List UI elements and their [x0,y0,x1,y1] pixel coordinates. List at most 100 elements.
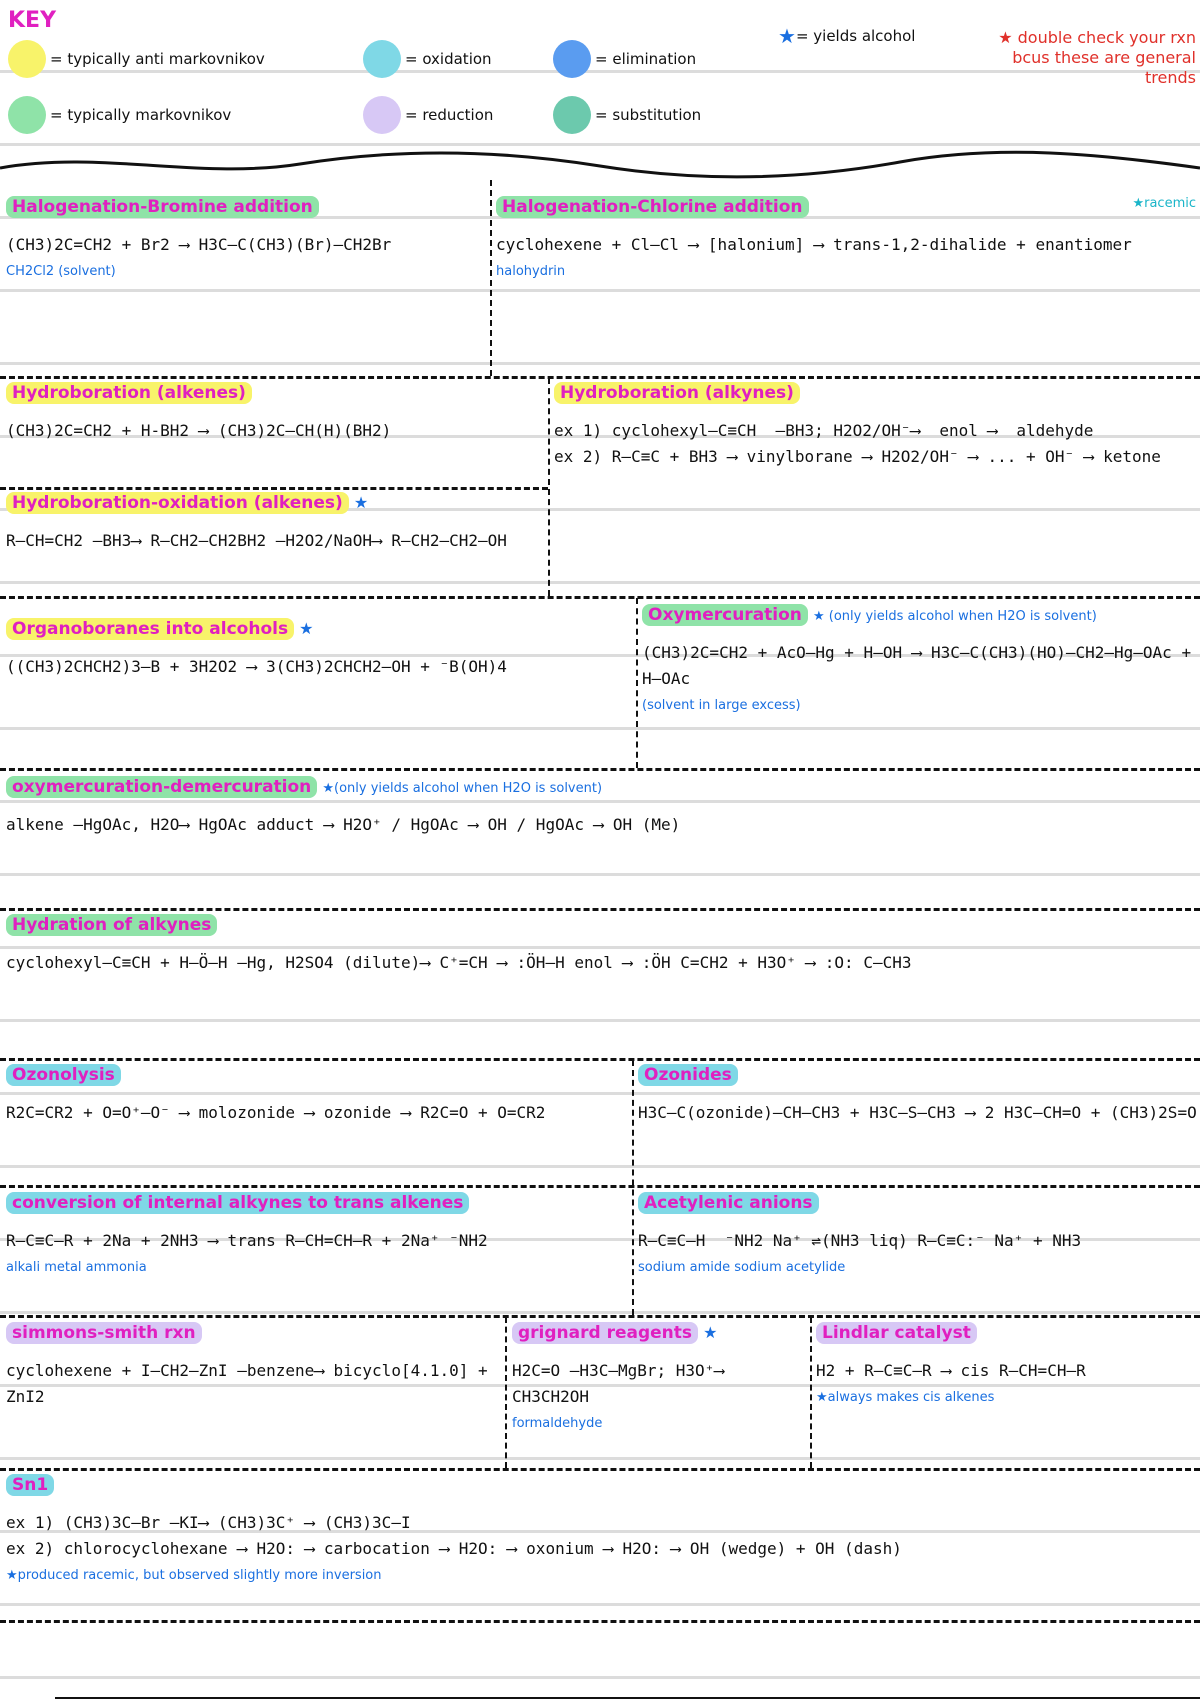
reaction-equation: cyclohexyl–C≡CH + H–Ö–H —Hg, H2SO4 (dilu… [6,953,912,972]
divider [0,1620,1200,1623]
star-icon: ★ [778,24,796,48]
divider [0,908,1200,911]
divider [0,376,1200,379]
key-label: = typically markovnikov [50,106,232,124]
key-label: = oxidation [405,50,492,68]
section-note: ★(only yields alcohol when H2O is solven… [322,781,603,796]
reaction-equation: R2C=CR2 + O=O⁺–O⁻ ⟶ molozonide ⟶ ozonide… [6,1103,546,1122]
reaction-annotation: sodium amide sodium acetylide [638,1260,846,1275]
key-label: = typically anti markovnikov [50,50,265,68]
reaction-annotation: halohydrin [496,264,566,279]
key-label: = yields alcohol [795,27,916,45]
section-title: Oxymercuration [642,604,808,626]
racemic-note: ★racemic [1132,196,1196,211]
section-title: Lindlar catalyst [816,1322,977,1344]
section-title: Hydration of alkynes [6,914,218,936]
section-title: Halogenation-Chlorine addition [496,196,809,218]
reaction-annotation: (solvent in large excess) [642,698,801,713]
section-title: Ozonides [638,1064,738,1086]
reaction-annotation: alkali metal ammonia [6,1260,147,1275]
key-item: ★= yields alcohol [778,24,915,48]
reaction-equation: H3C–C(ozonide)–CH–CH3 + H3C–S–CH3 ⟶ 2 H3… [638,1103,1197,1122]
section-title: Sn1 [6,1474,55,1496]
reaction-section: Organoboranes into alcohols ★ ((CH3)2CHCH… [6,618,631,680]
reaction-equation: ((CH3)2CHCH2)3–B + 3H2O2 ⟶ 3(CH3)2CHCH2–… [6,657,507,676]
reaction-section: Halogenation-Chlorine addition ★racemic c… [496,196,1196,279]
reaction-section: Hydroboration-oxidation (alkenes) ★ R–CH=… [6,492,546,554]
key-item: = elimination [553,40,696,78]
reaction-section: Halogenation-Bromine addition (CH3)2C=CH2… [6,196,486,279]
bottom-line [55,1697,1200,1699]
star-icon: ★ [299,619,314,638]
key-label: = substitution [595,106,702,124]
reaction-annotation: ★produced racemic, but observed slightly… [6,1568,382,1583]
reaction-section: grignard reagents ★H2C=O —H3C–MgBr; H3O⁺… [512,1322,807,1431]
key-item: = typically markovnikov [8,96,231,134]
reaction-equation: cyclohexene + Cl–Cl ⟶ [halonium] ⟶ trans… [496,235,1132,254]
divider [810,1317,812,1468]
divider [632,1060,634,1315]
reaction-annotation: ★always makes cis alkenes [816,1390,995,1405]
reaction-annotation: formaldehyde [512,1416,603,1431]
reaction-annotation: CH2Cl2 (solvent) [6,264,116,279]
color-swatch [8,40,46,78]
reaction-section: Hydration of alkynes cyclohexyl–C≡CH + H–… [6,914,1196,976]
section-title: oxymercuration-demercuration [6,776,318,798]
reaction-section: Sn1 ex 1) (CH3)3C–Br —KI⟶ (CH3)3C⁺ ⟶ (CH3… [6,1474,1196,1583]
key-legend: = typically anti markovnikov = oxidation =… [8,24,968,140]
key-item: = reduction [363,96,493,134]
color-swatch [553,40,591,78]
divider [0,768,1200,771]
key-title: KEY [8,8,57,33]
reaction-equation: cyclohexene + I–CH2–ZnI —benzene⟶ bicycl… [6,1361,498,1406]
section-title: Halogenation-Bromine addition [6,196,319,218]
divider [505,1317,507,1468]
divider [0,1058,1200,1061]
divider [490,180,492,376]
reaction-equation: (CH3)2C=CH2 + H-BH2 ⟶ (CH3)2C–CH(H)(BH2) [6,421,392,440]
section-title: Ozonolysis [6,1064,121,1086]
reaction-equation: R–C≡C–R + 2Na + 2NH3 ⟶ trans R–CH=CH–R +… [6,1231,488,1250]
wavy-divider [0,150,1200,179]
reaction-equation: H2 + R–C≡C–R ⟶ cis R–CH=CH–R [816,1361,1086,1380]
color-swatch [8,96,46,134]
key-item: = substitution [553,96,701,134]
reaction-equation: ex 1) cyclohexyl–C≡CH —BH3; H2O2/OH⁻⟶ en… [554,421,1161,466]
color-swatch [363,40,401,78]
reaction-equation: alkene —HgOAc, H2O⟶ HgOAc adduct ⟶ H2O⁺ … [6,815,681,834]
reaction-equation: ex 1) (CH3)3C–Br —KI⟶ (CH3)3C⁺ ⟶ (CH3)3C… [6,1513,902,1558]
divider [0,1468,1200,1471]
key-item: = typically anti markovnikov [8,40,265,78]
divider [0,596,1200,599]
section-note: ★ (only yields alcohol when H2O is solve… [813,609,1097,624]
section-title: Hydroboration-oxidation (alkenes) [6,492,349,514]
section-title: Hydroboration (alkynes) [554,382,800,404]
reaction-equation: R–CH=CH2 —BH3⟶ R–CH2–CH2BH2 —H2O2/NaOH⟶ … [6,531,507,550]
section-title: Organoboranes into alcohols [6,618,295,640]
divider [548,378,550,596]
reaction-equation: H2C=O —H3C–MgBr; H3O⁺⟶ CH3CH2OH [512,1361,734,1406]
color-swatch [553,96,591,134]
divider [0,1315,1200,1318]
star-icon: ★ [353,493,369,512]
section-title: grignard reagents [512,1322,699,1344]
divider [636,598,638,768]
section-title: Hydroboration (alkenes) [6,382,252,404]
key-label: = elimination [595,50,697,68]
reaction-section: Lindlar catalyst H2 + R–C≡C–R ⟶ cis R–CH=… [816,1322,1196,1405]
reaction-section: Hydroboration (alkynes) ex 1) cyclohexyl–… [554,382,1194,470]
reaction-equation: (CH3)2C=CH2 + AcO–Hg + H–OH ⟶ H3C–C(CH3)… [642,643,1200,688]
color-swatch [363,96,401,134]
reaction-section: Hydroboration (alkenes) (CH3)2C=CH2 + H-B… [6,382,546,444]
reaction-equation: (CH3)2C=CH2 + Br2 ⟶ H3C–C(CH3)(Br)–CH2Br [6,235,392,254]
key-item: = oxidation [363,40,492,78]
section-title: Acetylenic anions [638,1192,819,1214]
section-title: conversion of internal alkynes to trans … [6,1192,470,1214]
divider [0,487,548,490]
key-label: = reduction [405,106,494,124]
reaction-section: oxymercuration-demercuration ★(only yiel… [6,776,1196,838]
